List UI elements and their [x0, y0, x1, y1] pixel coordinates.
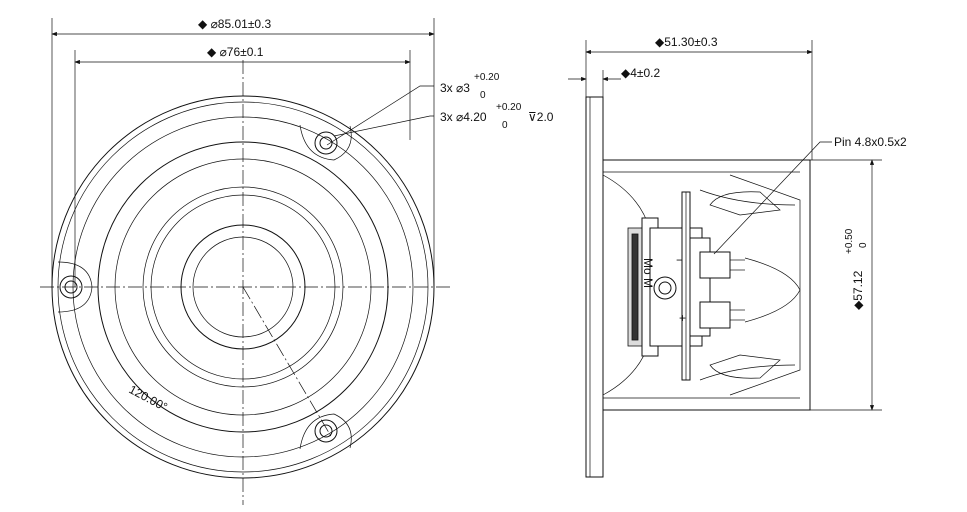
frame-rim	[57, 101, 429, 473]
hole-small-leader	[326, 85, 434, 146]
surround-inner	[114, 158, 372, 416]
bolt-circle-label: ◆ ⌀76±0.1	[207, 45, 264, 59]
basket-outline	[603, 159, 811, 411]
terminal-minus-sign: −	[676, 253, 683, 267]
mounting-hole-left	[57, 261, 93, 313]
hole-counterbore-depth: ⊽2.0	[528, 110, 554, 124]
terminal-positive	[699, 301, 731, 329]
cone-ring	[150, 194, 336, 380]
vent-plug-outer	[653, 276, 677, 300]
hole-small-label: 3x ⌀3	[440, 81, 470, 95]
pin-label: Pin 4.8x0.5x2	[834, 135, 907, 149]
side-view: − + Mo M ◆51.30±0.3 ◆4±0.2 Pin 4.8x0.5x2…	[568, 35, 907, 478]
hole-counterbore-leader	[333, 115, 434, 137]
front-view: ◆ ⌀85.01±0.3 ◆ ⌀76±0.1 3x ⌀3 +0.20 0 3x …	[40, 17, 554, 505]
flange-label: ◆4±0.2	[621, 66, 661, 80]
hole-counterbore-label: 3x ⌀4.20	[440, 110, 487, 124]
mounting-hole-bottom-right	[299, 413, 352, 450]
hole-counterbore-tol-lower: 0	[502, 120, 508, 131]
mounting-hole-top-right	[299, 124, 352, 161]
height-tol-upper: +0.50	[844, 228, 855, 254]
outer-diameter-label: ◆ ⌀85.01±0.3	[198, 17, 271, 31]
hole-small-tol-upper: +0.20	[474, 72, 500, 83]
vent-plug-inner	[658, 281, 672, 295]
frame-flange	[585, 96, 604, 478]
frame-inner-rim	[72, 116, 414, 458]
pin-leader	[713, 141, 832, 255]
terminal-negative	[699, 251, 731, 279]
dust-cap-outer	[180, 224, 306, 350]
surround-outer	[97, 141, 389, 433]
radial-line-bottom	[242, 286, 333, 439]
depth-label: ◆51.30±0.3	[655, 35, 718, 49]
dust-cap-inner	[192, 236, 294, 338]
hole-small-tol-lower: 0	[480, 90, 486, 101]
magnet-marking: Mo M	[641, 258, 655, 288]
height-label: ◆57.12	[851, 270, 865, 310]
cone-outer	[142, 186, 344, 388]
terminal-plus-sign: +	[679, 311, 686, 325]
hole-counterbore-tol-upper: +0.20	[496, 102, 522, 113]
height-tol-lower: 0	[858, 242, 869, 248]
